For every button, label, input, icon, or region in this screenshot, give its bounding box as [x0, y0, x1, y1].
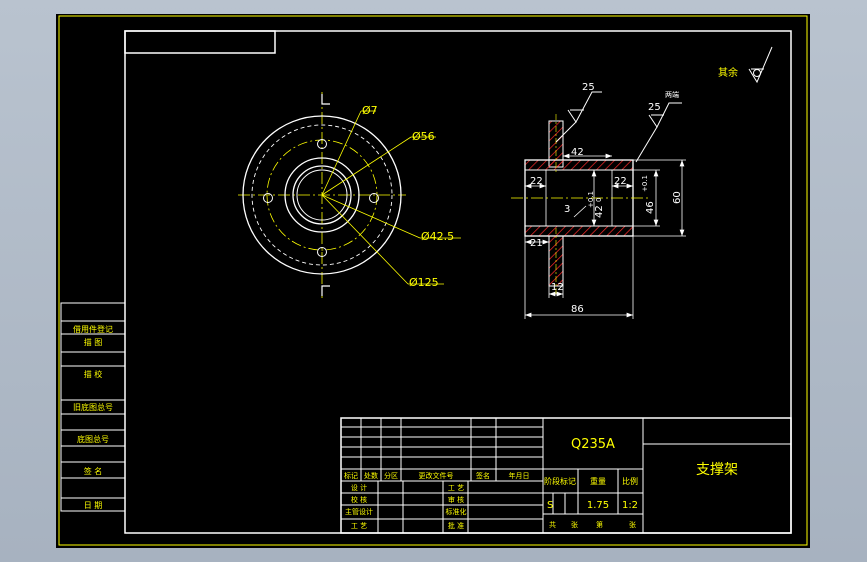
dim-42-inner: 42: [571, 147, 584, 158]
dim-12: 12: [551, 282, 564, 293]
tb-scale-value: 1:2: [622, 500, 638, 511]
drawing-sheet: Ø7 Ø56 Ø42.5 Ø125: [56, 14, 810, 548]
tb-material: Q235A: [571, 437, 615, 452]
tb-header-date: 年月日: [509, 471, 530, 480]
tb-mid-process: 工 艺: [448, 484, 464, 492]
tb-sheet-no-unit: 张: [629, 520, 636, 529]
tol-upper-bore: +0.1: [587, 191, 595, 208]
tb-weight-label: 重量: [590, 476, 606, 486]
dim-outer-dia: Ø125: [409, 276, 439, 289]
tb-row-design: 设 计: [351, 483, 367, 492]
side-label-tracing: 描 图: [84, 337, 103, 347]
outer-border: [58, 15, 808, 546]
dim-46: 46: [645, 201, 656, 214]
dim-bore-42: 42: [594, 205, 605, 218]
tb-sheet-no: 第: [596, 520, 603, 529]
bolt-hole: [263, 193, 273, 203]
inner-frame: [124, 30, 792, 534]
bolt-hole: [317, 139, 327, 149]
hub-circle: [284, 157, 360, 233]
dim-22-left: 22: [530, 176, 543, 187]
side-label-old-drawing-no: 旧底图总号: [73, 402, 113, 412]
tb-scale-label: 比例: [622, 476, 638, 486]
cad-canvas: Ø7 Ø56 Ø42.5 Ø125: [58, 15, 808, 546]
code-box: [124, 30, 276, 54]
dim-22-right: 22: [614, 176, 627, 187]
dim-21: 21: [530, 238, 543, 249]
tol-lower-bore: 0: [595, 198, 603, 202]
tb-mid-standard: 标准化: [446, 507, 467, 516]
bore-circle: [292, 165, 352, 225]
dim-bore-dia: Ø42.5: [421, 230, 454, 243]
section-view: [511, 46, 773, 319]
side-label-signature: 签 名: [84, 466, 103, 476]
dim-pcd-dia: Ø56: [412, 130, 435, 143]
tb-mid-approve: 批 准: [448, 521, 464, 530]
dim-60: 60: [672, 191, 683, 204]
tb-row-process: 工 艺: [351, 522, 367, 530]
tb-row-chief: 主管设计: [345, 507, 373, 516]
roughness-25-b: 25: [648, 102, 661, 113]
front-view: [238, 92, 461, 298]
tb-row-review: 校 核: [351, 495, 367, 504]
tb-header-sign: 签名: [476, 471, 490, 480]
tb-header-mark: 标记: [344, 471, 358, 480]
roughness-25-a: 25: [582, 82, 595, 93]
side-label-drawing-no: 底图总号: [77, 434, 109, 444]
side-label-borrowed: 借用件登记: [73, 324, 113, 334]
outer-circle: [242, 115, 402, 275]
title-block: [340, 417, 792, 534]
bolt-hole: [317, 247, 327, 257]
tb-stage-label: 阶段标记: [544, 476, 576, 486]
tol-46: +0.1: [641, 175, 649, 192]
dim-hole-dia: Ø7: [362, 104, 378, 117]
dim-86: 86: [571, 304, 584, 315]
tb-header-change-doc: 更改文件号: [419, 471, 454, 480]
tb-header-zone: 分区: [384, 471, 398, 480]
side-label-date: 日 期: [84, 501, 103, 510]
tb-weight-value: 1.75: [587, 500, 609, 511]
roughness-note-both-ends: 两端: [665, 90, 679, 99]
side-label-check: 描 校: [84, 369, 103, 379]
tb-stage-value: S: [547, 500, 553, 511]
rest-roughness-label: 其余: [718, 66, 738, 79]
bolt-hole: [369, 193, 379, 203]
tb-header-count: 处数: [364, 471, 378, 480]
side-panel: [60, 302, 126, 512]
tb-mid-audit: 审 核: [448, 495, 464, 504]
tb-sheet-total-unit: 张: [571, 520, 578, 529]
tb-sheet-total: 共: [549, 520, 556, 529]
tb-part-name: 支撑架: [696, 462, 738, 478]
dim-3: 3: [564, 204, 570, 215]
